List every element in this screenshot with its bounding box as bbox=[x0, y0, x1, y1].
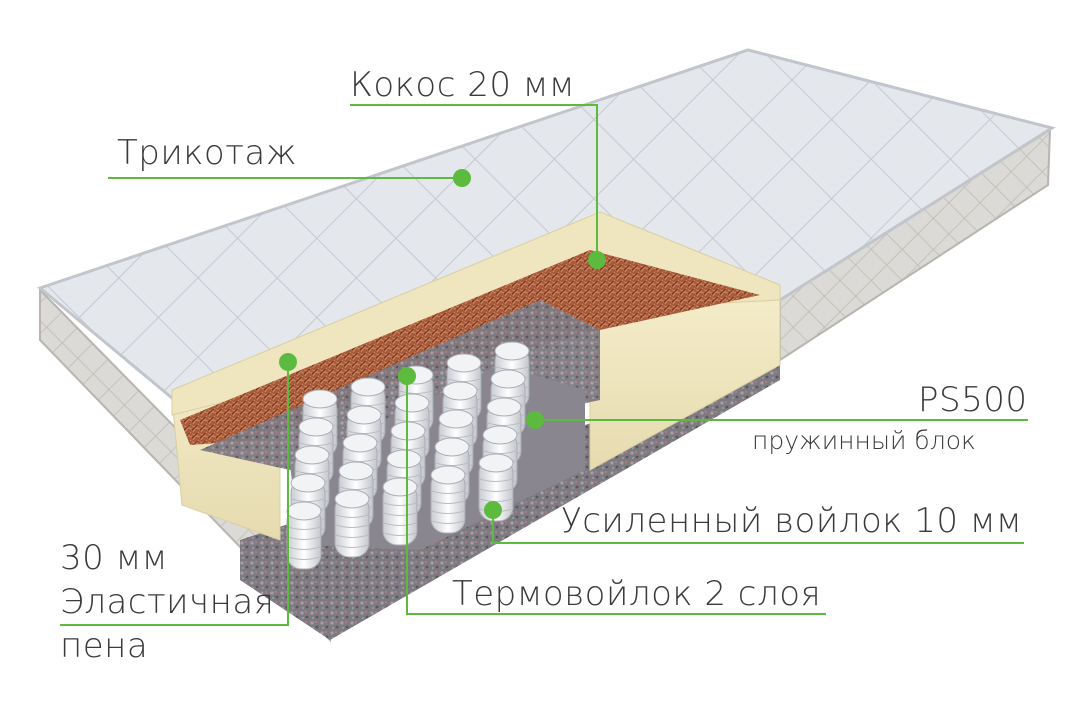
dot-spring bbox=[526, 411, 544, 429]
label-knit: Трикотаж bbox=[117, 133, 298, 173]
label-spring-title: PS500 bbox=[918, 380, 1028, 420]
pointer-thermo bbox=[406, 376, 826, 615]
dot-felt bbox=[484, 501, 502, 519]
label-thermo: Термовойлок 2 слоя bbox=[452, 574, 822, 614]
label-foam-line1: 30 мм bbox=[60, 538, 168, 578]
label-coconut: Кокос 20 мм bbox=[350, 65, 576, 105]
spring-coil bbox=[334, 489, 370, 558]
dot-knit bbox=[453, 169, 471, 187]
pointer-lines bbox=[60, 104, 1028, 626]
dot-thermo bbox=[398, 367, 416, 385]
dot-coconut bbox=[588, 251, 606, 269]
spring-coil bbox=[382, 477, 418, 546]
dot-foam bbox=[279, 353, 297, 371]
pointer-felt bbox=[492, 510, 1024, 544]
spring-coil bbox=[286, 501, 322, 570]
label-spring-sub: пружинный блок bbox=[752, 426, 976, 455]
pointer-dots bbox=[279, 169, 606, 519]
spring-coil bbox=[430, 465, 466, 534]
label-foam-line2: Эластичная bbox=[60, 582, 275, 622]
pointer-foam bbox=[60, 362, 289, 626]
label-felt: Усиленный войлок 10 мм bbox=[561, 501, 1023, 541]
label-foam-line3: пена bbox=[60, 626, 149, 666]
pointer-coconut bbox=[350, 104, 598, 260]
